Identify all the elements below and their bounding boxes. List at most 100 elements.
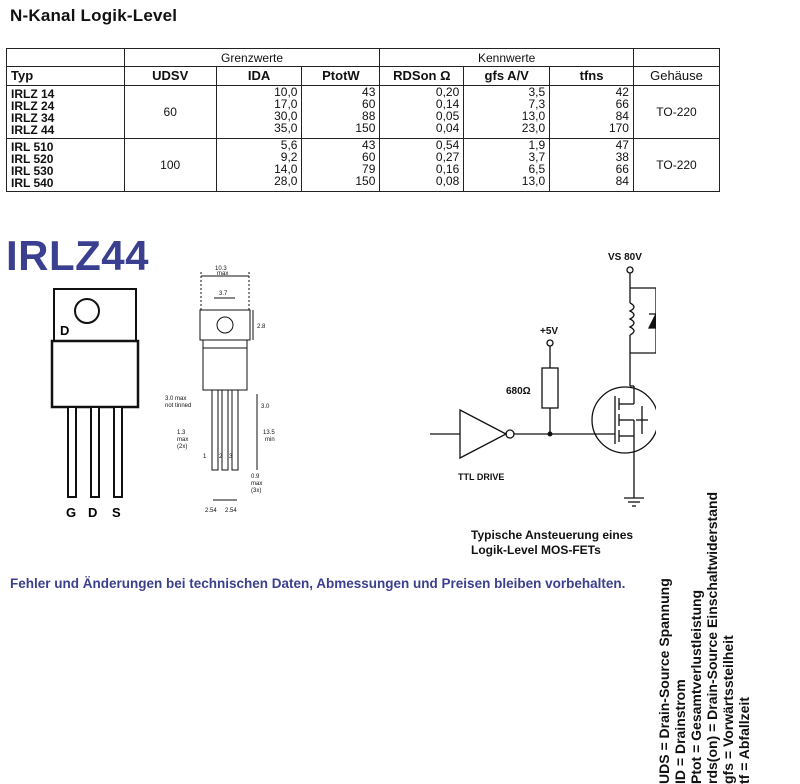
pin-number: 3 <box>229 454 233 460</box>
caption-line: Typische Ansteuerung eines <box>471 528 634 542</box>
pin-label-s: S <box>112 505 121 520</box>
gfs-cell: 1,9 <box>528 138 546 152</box>
id-cell: 17,0 <box>274 97 298 111</box>
legend-item: Ptot = Gesamtverlustleistung <box>688 589 704 784</box>
tf-cell: 38 <box>615 150 629 164</box>
gfs-cell: 13,0 <box>521 174 546 188</box>
pin-number: 1 <box>203 454 207 460</box>
ptot-cell: 150 <box>355 174 376 188</box>
legend-item: rds(on) = Drain-Source Einschaltwidersta… <box>704 491 720 784</box>
gfs-cell: 6,5 <box>528 162 546 176</box>
to220-package-illustration: D G D S <box>50 288 140 520</box>
rds-cell: 0,16 <box>435 162 460 176</box>
col-typ: Typ <box>6 66 125 86</box>
rds-cell: 0,08 <box>435 174 460 188</box>
legend-item: gfs = Vorwärtssteilheit <box>720 635 736 784</box>
supply-voltage-label: VS 80V <box>608 252 642 263</box>
type-cell: IRLZ 24 <box>11 99 55 113</box>
part-heading: IRLZ44 <box>6 232 150 279</box>
caption-line: Logik-Level MOS-FETs <box>471 543 601 557</box>
tf-cell: 66 <box>615 162 629 176</box>
legend-item: UDS = Drain-Source Spannung <box>656 578 672 784</box>
dim-tab: 2.8 <box>257 324 266 330</box>
rds-cell: 0,05 <box>435 109 460 123</box>
col-gfs: gfs A/V <box>463 66 551 86</box>
dim-pin-width: 0.9 <box>251 474 260 480</box>
package-cell: TO-220 <box>632 85 721 139</box>
dim-width-sub: max <box>217 271 228 277</box>
ptot-cell: 150 <box>355 121 376 135</box>
drain-tab-label: D <box>60 323 69 338</box>
id-cell: 35,0 <box>274 121 298 135</box>
page-title: N-Kanal Logik-Level <box>10 6 178 25</box>
col-uds: UDSV <box>123 66 217 86</box>
pin-label-g: G <box>66 505 76 520</box>
id-cell: 9,2 <box>280 150 298 164</box>
type-cell: IRLZ 34 <box>11 111 55 125</box>
id-cell: 30,0 <box>274 109 298 123</box>
dim-side2: 3.0 <box>261 404 270 410</box>
dim-lead-width-sub: max <box>177 437 188 443</box>
pin-number: 2 <box>219 454 223 460</box>
uds-cell: 100 <box>123 138 217 192</box>
ptot-cell: 43 <box>362 85 376 99</box>
rds-cell: 0,04 <box>435 121 460 135</box>
ttl-drive-label: TTL DRIVE <box>458 472 504 482</box>
tf-cell: 42 <box>615 85 629 99</box>
ptot-cell: 79 <box>362 162 376 176</box>
package-cell: TO-220 <box>632 138 721 192</box>
drive-circuit-diagram: VS 80V +5V 680Ω TTL DRIVE <box>430 252 656 507</box>
spec-table: Grenzwerte Kennwerte Typ UDSV IDA PtotW … <box>6 48 721 192</box>
type-cell: IRL 520 <box>11 152 54 166</box>
dim-lead-length: 13.5 <box>263 430 275 436</box>
header-empty <box>6 48 125 67</box>
ptot-cell: 60 <box>362 150 376 164</box>
col-tf: tfns <box>549 66 634 86</box>
col-gehaeuse: Gehäuse <box>632 66 721 86</box>
type-cell: IRL 540 <box>11 176 54 190</box>
type-cell: IRLZ 44 <box>11 123 55 137</box>
type-cell: IRL 530 <box>11 164 54 178</box>
dim-pin-width-sub: max <box>251 481 262 487</box>
tf-cell: 84 <box>615 174 629 188</box>
abbreviation-legend: UDS = Drain-Source Spannung ID = Drainst… <box>656 268 790 784</box>
gfs-cell: 13,0 <box>521 109 546 123</box>
disclaimer-footer: Fehler und Änderungen bei technischen Da… <box>10 576 626 591</box>
dimension-drawing: 10.3 max 3.7 2.8 3.0 max not tinned 3.0 … <box>165 266 275 514</box>
legend-item: tf = Abfallzeit <box>736 697 752 784</box>
uds-cell: 60 <box>123 85 217 139</box>
rds-cell: 0,27 <box>435 150 460 164</box>
ptot-cell: 43 <box>362 138 376 152</box>
dim-pitch2: 2.54 <box>225 508 237 514</box>
id-cell: 10,0 <box>274 85 298 99</box>
type-cell: IRL 510 <box>11 140 54 154</box>
gfs-cell: 23,0 <box>521 121 546 135</box>
pin-label-d: D <box>88 505 97 520</box>
gfs-cell: 3,7 <box>528 150 546 164</box>
id-cell: 5,6 <box>280 138 298 152</box>
group-header-kennwerte: Kennwerte <box>379 48 634 67</box>
ptot-cell: 60 <box>362 97 376 111</box>
legend-item: ID = Drainstrom <box>672 679 688 784</box>
id-cell: 14,0 <box>274 162 298 176</box>
resistor-label: 680Ω <box>506 386 531 397</box>
group-header-grenzwerte: Grenzwerte <box>123 48 381 67</box>
type-cell: IRLZ 14 <box>11 87 55 101</box>
gfs-cell: 7,3 <box>528 97 546 111</box>
dim-lead-length-sub: min <box>265 437 275 443</box>
logic-supply-label: +5V <box>540 326 558 337</box>
dim-hole: 3.7 <box>219 291 228 297</box>
dim-width: 10.3 <box>215 266 227 272</box>
rds-cell: 0,20 <box>435 85 460 99</box>
tf-cell: 47 <box>615 138 629 152</box>
dim-pitch1: 2.54 <box>205 508 217 514</box>
table-row: IRL 510 IRL 520 IRL 530 IRL 540 100 5,6 … <box>6 138 721 192</box>
id-cell: 28,0 <box>274 174 298 188</box>
dim-side1: 3.0 max <box>165 396 186 402</box>
dim-pin-width-sub2: (3x) <box>251 488 261 494</box>
table-row: IRLZ 14 IRLZ 24 IRLZ 34 IRLZ 44 60 10,0 … <box>6 85 721 139</box>
tf-cell: 66 <box>615 97 629 111</box>
gfs-cell: 3,5 <box>528 85 546 99</box>
col-id: IDA <box>215 66 303 86</box>
ptot-cell: 88 <box>362 109 376 123</box>
